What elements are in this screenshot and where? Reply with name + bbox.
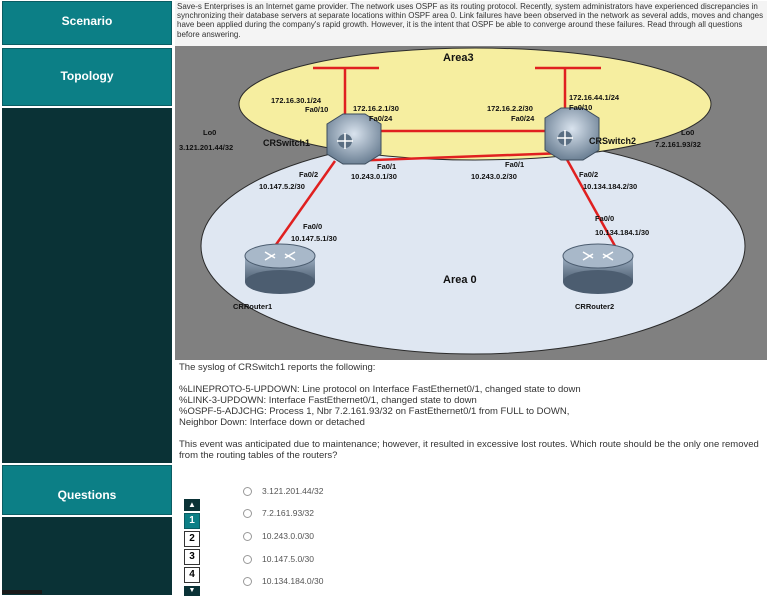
sw1-top-ip: 172.16.2.1/30: [353, 104, 399, 113]
radio-button[interactable]: [243, 531, 252, 541]
sw1-dn-if: Fa0/2: [299, 170, 319, 179]
left-nav: Scenario Topology Questions: [0, 0, 174, 602]
switch1-name: CRSwitch1: [263, 138, 311, 148]
sw1-vlan-ip: 172.16.30.1/24: [271, 96, 322, 105]
answer-option[interactable]: 10.134.184.0/30: [243, 576, 323, 586]
radio-button[interactable]: [243, 508, 252, 518]
topology-diagram: Area3 Area 0 CRSwitch1 CRSwitch2 CRRoute…: [175, 46, 767, 360]
syslog-line: %LINK-3-UPDOWN: Interface FastEthernet0/…: [179, 395, 477, 406]
router2-ip: 10.134.184.1/30: [595, 228, 650, 237]
switch2-name: CRSwitch2: [589, 136, 637, 146]
sw2-dn-if: Fa0/2: [579, 170, 599, 179]
router1-name: CRRouter1: [233, 302, 273, 311]
router2-name: CRRouter2: [575, 302, 615, 311]
router1-ip: 10.147.5.1/30: [291, 234, 337, 243]
lo0-1-label: Lo0: [203, 128, 217, 137]
radio-button[interactable]: [243, 576, 252, 586]
answer-option[interactable]: 10.147.5.0/30: [243, 554, 314, 564]
router2-icon: [562, 243, 634, 294]
lo0-2-ip: 7.2.161.93/32: [655, 140, 701, 149]
router2-if: Fa0/0: [595, 214, 615, 223]
sw1-dn-ip: 10.147.5.2/30: [259, 182, 305, 191]
area3-label: Area3: [443, 52, 474, 64]
answer-label: 7.2.161.93/32: [262, 508, 314, 518]
radio-button[interactable]: [243, 554, 252, 564]
radio-button[interactable]: [243, 486, 252, 496]
area0-label: Area 0: [443, 274, 477, 286]
question-number-2[interactable]: 2: [184, 531, 200, 547]
sw2-mid-if: Fa0/1: [505, 160, 525, 169]
sw2-mid-ip: 10.243.0.2/30: [471, 172, 517, 181]
topology-svg: [200, 47, 746, 355]
nav-panel: [2, 108, 172, 463]
lo0-1-ip: 3.121.201.44/32: [179, 143, 234, 152]
scroll-up-button[interactable]: ▲: [184, 499, 200, 511]
answer-option[interactable]: 7.2.161.93/32: [243, 508, 314, 518]
sw1-top-if: Fa0/24: [369, 114, 393, 123]
question-text: The syslog of CRSwitch1 reports the foll…: [175, 362, 767, 476]
sw2-vlan-if: Fa0/10: [569, 103, 593, 112]
answer-panel: ▲ 1 2 3 4 ▼ 3.121.201.44/32 7.2.161.93/3…: [175, 478, 767, 596]
answer-label: 10.134.184.0/30: [262, 576, 324, 586]
router1-icon: [244, 243, 316, 294]
sw2-dn-ip: 10.134.184.2/30: [583, 182, 638, 191]
sw2-top-ip: 172.16.2.2/30: [487, 104, 533, 113]
sw2-top-if: Fa0/24: [511, 114, 535, 123]
question-number-4[interactable]: 4: [184, 567, 200, 583]
syslog-line: %OSPF-5-ADJCHG: Process 1, Nbr 7.2.161.9…: [179, 406, 570, 417]
sw2-vlan-ip: 172.16.44.1/24: [569, 93, 620, 102]
sw1-mid-if: Fa0/1: [377, 162, 397, 171]
router1-if: Fa0/0: [303, 222, 323, 231]
syslog-line: %LINEPROTO-5-UPDOWN: Line protocol on In…: [179, 384, 581, 395]
scenario-button[interactable]: Scenario: [2, 1, 172, 45]
questions-button[interactable]: Questions: [2, 465, 172, 515]
question-prompt: This event was anticipated due to mainte…: [179, 439, 759, 461]
answer-label: 10.243.0.0/30: [262, 531, 314, 541]
question-number-1[interactable]: 1: [184, 513, 200, 529]
question-number-3[interactable]: 3: [184, 549, 200, 565]
sw1-mid-ip: 10.243.0.1/30: [351, 172, 397, 181]
topology-button[interactable]: Topology: [2, 48, 172, 106]
lo0-2-label: Lo0: [681, 128, 695, 137]
links: [273, 66, 617, 247]
switch1-icon: [326, 113, 382, 165]
scenario-text: Save-s Enterprises is an Internet game p…: [175, 1, 767, 46]
nav-panel-bottom: [2, 517, 172, 595]
syslog-intro: The syslog of CRSwitch1 reports the foll…: [179, 362, 376, 373]
syslog-line: Neighbor Down: Interface down or detache…: [179, 417, 365, 428]
switch2-icon: [544, 107, 600, 161]
answer-option[interactable]: 3.121.201.44/32: [243, 486, 323, 496]
sw1-vlan-if: Fa0/10: [305, 105, 329, 114]
scroll-down-button[interactable]: ▼: [184, 586, 200, 596]
nav-strip: [2, 590, 42, 594]
answer-label: 10.147.5.0/30: [262, 554, 314, 564]
answer-option[interactable]: 10.243.0.0/30: [243, 531, 314, 541]
answer-label: 3.121.201.44/32: [262, 486, 324, 496]
